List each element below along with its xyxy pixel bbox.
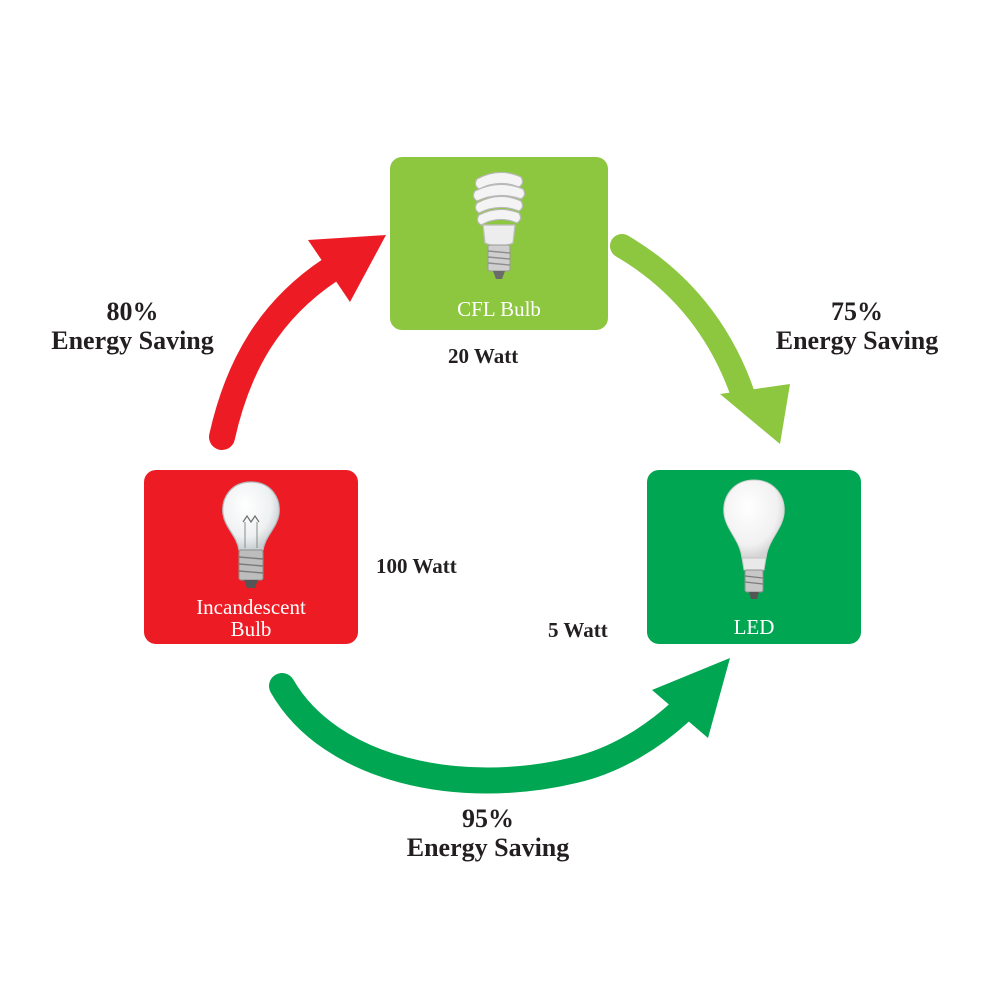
incandescent-label-line2: Bulb: [230, 617, 272, 641]
incandescent-label-line1: Incandescent: [196, 595, 306, 619]
arrow-incandescent-to-cfl: [209, 235, 386, 450]
cfl-bulb-label: CFL Bulb: [457, 297, 541, 321]
incandescent-watt-label: 100 Watt: [376, 554, 457, 578]
saving-percent: 95%: [462, 804, 514, 833]
saving-text: Energy Saving: [51, 326, 214, 355]
led-bulb-label: LED: [733, 615, 775, 639]
cfl-watt-label: 20 Watt: [448, 344, 519, 368]
saving-incandescent-to-cfl: 80% Energy Saving: [30, 297, 235, 355]
led-bulb-icon: [723, 479, 785, 599]
cfl-bulb-card: CFL Bulb: [390, 157, 608, 330]
led-bulb-card: LED: [647, 470, 861, 644]
led-watt-label: 5 Watt: [548, 618, 608, 642]
arrow-incandescent-to-led: [269, 658, 730, 794]
saving-percent: 80%: [106, 297, 159, 326]
incandescent-bulb-card: Incandescent Bulb: [144, 470, 358, 644]
incandescent-bulb-label: Incandescent Bulb: [144, 596, 358, 640]
cfl-bulb-icon: [472, 171, 526, 279]
saving-text: Energy Saving: [775, 326, 939, 355]
saving-text: Energy Saving: [406, 833, 570, 862]
saving-incandescent-to-led: 95% Energy Saving: [388, 804, 588, 862]
saving-percent: 75%: [831, 297, 883, 326]
saving-cfl-to-led: 75% Energy Saving: [757, 297, 957, 355]
incandescent-bulb-icon: [222, 481, 280, 588]
arrow-cfl-to-led: [610, 234, 790, 444]
